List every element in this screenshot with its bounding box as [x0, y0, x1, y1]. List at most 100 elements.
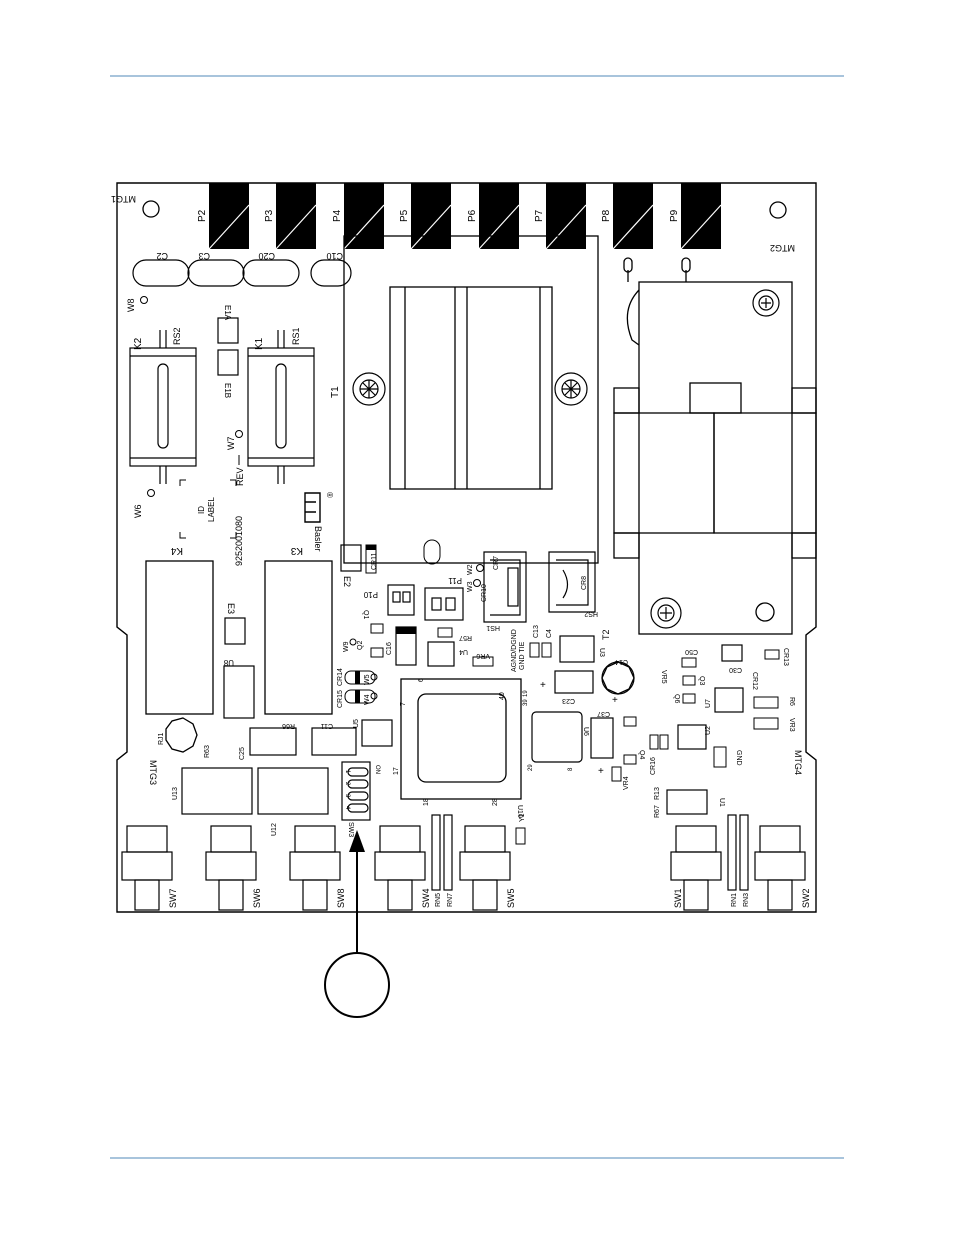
c10-label: C10 — [326, 251, 343, 261]
sw4-label: SW4 — [421, 888, 431, 908]
connector-p2 — [208, 183, 250, 250]
w4-pad — [370, 692, 378, 700]
w3-label: W3 — [467, 581, 474, 592]
ic-u12 — [257, 767, 329, 815]
dip-pos-3: 3 — [344, 794, 350, 798]
ic-u7 — [714, 687, 744, 713]
cr13-label: CR13 — [782, 648, 789, 666]
ic-u8 — [223, 665, 255, 719]
diode-cr14-band — [355, 671, 360, 684]
pin39-label: 39 — [523, 699, 529, 706]
id-label-line1: ID — [197, 506, 206, 514]
c11-plus: + — [612, 695, 618, 706]
p9-label: P9 — [669, 209, 680, 222]
w7-label: W7 — [226, 437, 236, 451]
vr3-part — [753, 696, 779, 709]
u10-label: U10 — [516, 805, 523, 818]
relay-k4 — [145, 560, 214, 715]
w6-label: W6 — [133, 505, 143, 519]
e2-label: E2 — [342, 576, 352, 587]
gnd-tie-label: GND TIE — [519, 641, 526, 670]
switch-sw8 — [289, 825, 341, 911]
ic-u3 — [559, 635, 595, 663]
c11-label: C14 — [615, 658, 628, 665]
ic-u10 — [400, 678, 522, 800]
rn1-label: RN1 — [731, 893, 738, 907]
w6-pad — [147, 489, 155, 497]
power-block — [613, 257, 817, 635]
resistor-r13 — [529, 642, 540, 658]
pin7-label: 7 — [400, 702, 407, 706]
r13-label: C13 — [533, 625, 540, 638]
switch-sw2 — [754, 825, 806, 911]
capacitor-c20 — [242, 259, 300, 287]
c2-label: C2 — [156, 251, 168, 261]
crystal-y1 — [472, 656, 494, 667]
switch-sw6 — [205, 825, 257, 911]
capacitor-c2 — [132, 259, 190, 287]
connector-p9 — [680, 183, 722, 250]
p6-label: P6 — [467, 209, 478, 222]
c30-label: C30 — [729, 666, 742, 673]
ic-u6 — [531, 711, 583, 763]
rs1-label: RS1 — [291, 327, 301, 345]
w4-label: W4 — [364, 694, 371, 705]
rn3-label: RN3 — [743, 893, 750, 907]
transistor-q4 — [623, 754, 637, 765]
r45-label: C50 — [685, 648, 698, 655]
ic-u2 — [677, 724, 707, 750]
sw2-label: SW2 — [801, 888, 811, 908]
switch-sw4 — [374, 825, 426, 911]
sw7-label: SW7 — [168, 888, 178, 908]
cr12-label: CR12 — [751, 672, 758, 690]
sw3-label: SW3 — [347, 822, 354, 837]
c23-label: C25 — [239, 747, 246, 760]
p10-label: P10 — [363, 590, 378, 599]
mounting-hole-2 — [769, 201, 787, 219]
capacitor-c25 — [311, 727, 357, 756]
board-outline — [116, 182, 817, 913]
p11-label: P11 — [448, 576, 462, 585]
cr8-label: CR8 — [581, 576, 588, 590]
w2-label: W2 — [467, 564, 474, 575]
vr5-part — [611, 766, 622, 782]
w7-pad — [235, 430, 243, 438]
resistor-r57 — [437, 627, 453, 638]
power-block-screw-top-icon — [752, 289, 780, 317]
mtg1-label: MTG1 — [111, 194, 136, 204]
connector-p4 — [343, 183, 385, 250]
connector-p3 — [275, 183, 317, 250]
u2-label: U2 — [705, 726, 712, 735]
mtg4-label: MTG4 — [793, 750, 803, 775]
pin18-label: 18 — [423, 798, 430, 806]
y1-label: VR6 — [476, 652, 490, 659]
u13-label: U13 — [172, 787, 179, 800]
u3-label: U3 — [598, 648, 605, 657]
r63-label: R63 — [204, 745, 211, 758]
mtg2-label: MTG2 — [770, 243, 795, 253]
agnd-label: AGND/DGND — [511, 629, 518, 672]
jumper-e1a — [217, 317, 239, 344]
w9-pad — [349, 638, 357, 646]
ic-u13 — [181, 767, 253, 815]
connector-p8 — [612, 183, 654, 250]
r47-label: R13 — [654, 787, 661, 800]
k1-label: K1 — [254, 337, 265, 350]
c16-label: C23 — [562, 697, 575, 704]
q6-label: Q6 — [673, 694, 680, 703]
footer-rule — [110, 1157, 844, 1159]
c20-label: C20 — [258, 251, 275, 261]
callout-circle — [324, 952, 390, 1018]
jumper-e3 — [224, 617, 246, 645]
vr5-label: VR4 — [623, 776, 630, 790]
dip-pos-1: 1 — [344, 770, 350, 774]
power-block-screw-bottom-icon — [650, 597, 682, 629]
ic-u1 — [666, 789, 708, 815]
pin19-label: 19 — [523, 690, 529, 697]
id-label-box — [179, 479, 237, 539]
transformer-screw-right-icon — [554, 372, 588, 406]
c14-label: C16 — [386, 642, 393, 655]
p2-label: P2 — [197, 209, 208, 222]
transistor-q6 — [682, 693, 696, 704]
registered-mark: ® — [325, 492, 334, 498]
